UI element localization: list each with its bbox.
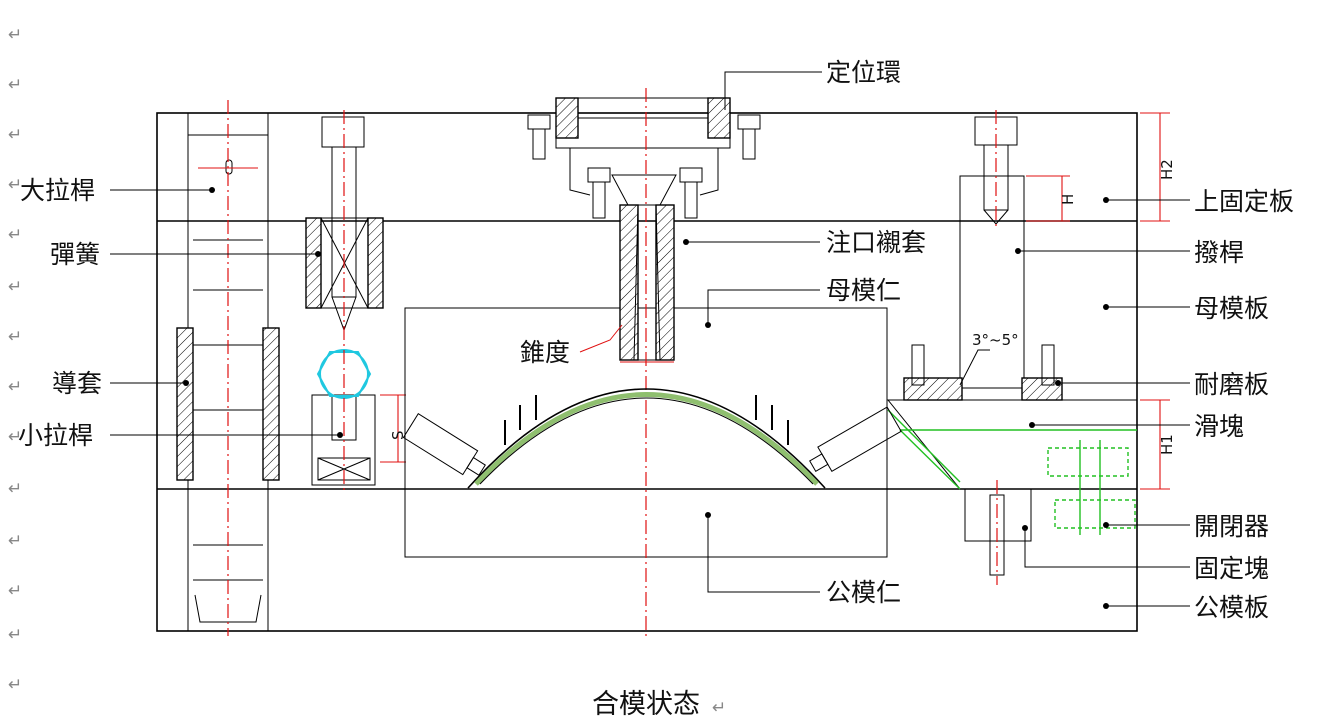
label-fixing-block: 固定塊 <box>1194 554 1269 583</box>
svg-text:↵: ↵ <box>8 25 22 45</box>
h-dimension <box>1026 175 1070 222</box>
left-lifter <box>402 413 486 476</box>
label-latch: 開閉器 <box>1194 512 1269 541</box>
large-pull-rod-part <box>187 100 269 636</box>
label-small-pull-rod: 小拉桿 <box>18 421 93 450</box>
label-positioning-ring: 定位環 <box>826 58 901 87</box>
leader-dots <box>183 187 1109 609</box>
dim-angle: 3°~5° <box>972 331 1019 349</box>
label-angle-pin: 撥桿 <box>1194 238 1244 267</box>
svg-text:↵: ↵ <box>8 277 22 297</box>
sprue-bushing-part <box>611 88 677 640</box>
mold-assembly <box>110 71 1190 640</box>
label-core-insert: 公模仁 <box>826 578 901 607</box>
paragraph-marks: ↵ ↵ ↵ ↵ ↵ ↵ ↵ ↵ ↵ ↵ ↵ ↵ ↵ ↵ <box>8 25 22 695</box>
label-sprue-bushing: 注口襯套 <box>826 228 926 257</box>
label-guide-bush: 導套 <box>52 369 102 398</box>
label-core-plate: 公模板 <box>1194 593 1269 622</box>
svg-text:↵: ↵ <box>8 675 22 695</box>
guide-bush-part <box>176 327 280 481</box>
label-top-clamp-plate: 上固定板 <box>1194 187 1294 216</box>
label-slider: 滑塊 <box>1194 412 1244 441</box>
svg-text:↵: ↵ <box>8 581 22 601</box>
svg-text:↵: ↵ <box>8 327 22 347</box>
label-spring: 彈簧 <box>50 240 100 269</box>
svg-text:↵: ↵ <box>8 377 22 397</box>
label-taper: 錐度 <box>520 338 570 367</box>
diagram-caption: 合模状态 <box>592 689 700 720</box>
molded-part-dome <box>467 388 826 489</box>
latch-part <box>1047 440 1136 535</box>
label-wear-plate: 耐磨板 <box>1194 370 1269 399</box>
svg-text:↵: ↵ <box>8 427 22 447</box>
svg-text:↵: ↵ <box>8 531 22 551</box>
dim-s: S <box>389 430 407 440</box>
right-slider-part <box>809 110 1138 585</box>
locating-ring-part <box>527 97 761 219</box>
svg-text:↵: ↵ <box>8 479 22 499</box>
caption-paragraph-mark: ↵ <box>712 698 726 718</box>
h2-dimension <box>1140 112 1170 222</box>
label-large-pull-rod: 大拉桿 <box>20 176 95 205</box>
mold-outline <box>156 112 1138 632</box>
svg-text:↵: ↵ <box>8 625 22 645</box>
svg-text:↵: ↵ <box>8 175 22 195</box>
dim-h2: H2 <box>1158 159 1176 180</box>
small-pull-rod-part <box>305 110 406 490</box>
svg-text:↵: ↵ <box>8 225 22 245</box>
dim-h1: H1 <box>1158 434 1176 455</box>
svg-text:↵: ↵ <box>8 125 22 145</box>
label-cavity-insert: 母模仁 <box>826 276 901 305</box>
label-cavity-plate: 母模板 <box>1194 294 1269 323</box>
dim-h: H <box>1059 194 1077 205</box>
leader-lines <box>110 71 1190 607</box>
svg-text:↵: ↵ <box>8 75 22 95</box>
h1-dimension <box>1140 399 1170 490</box>
